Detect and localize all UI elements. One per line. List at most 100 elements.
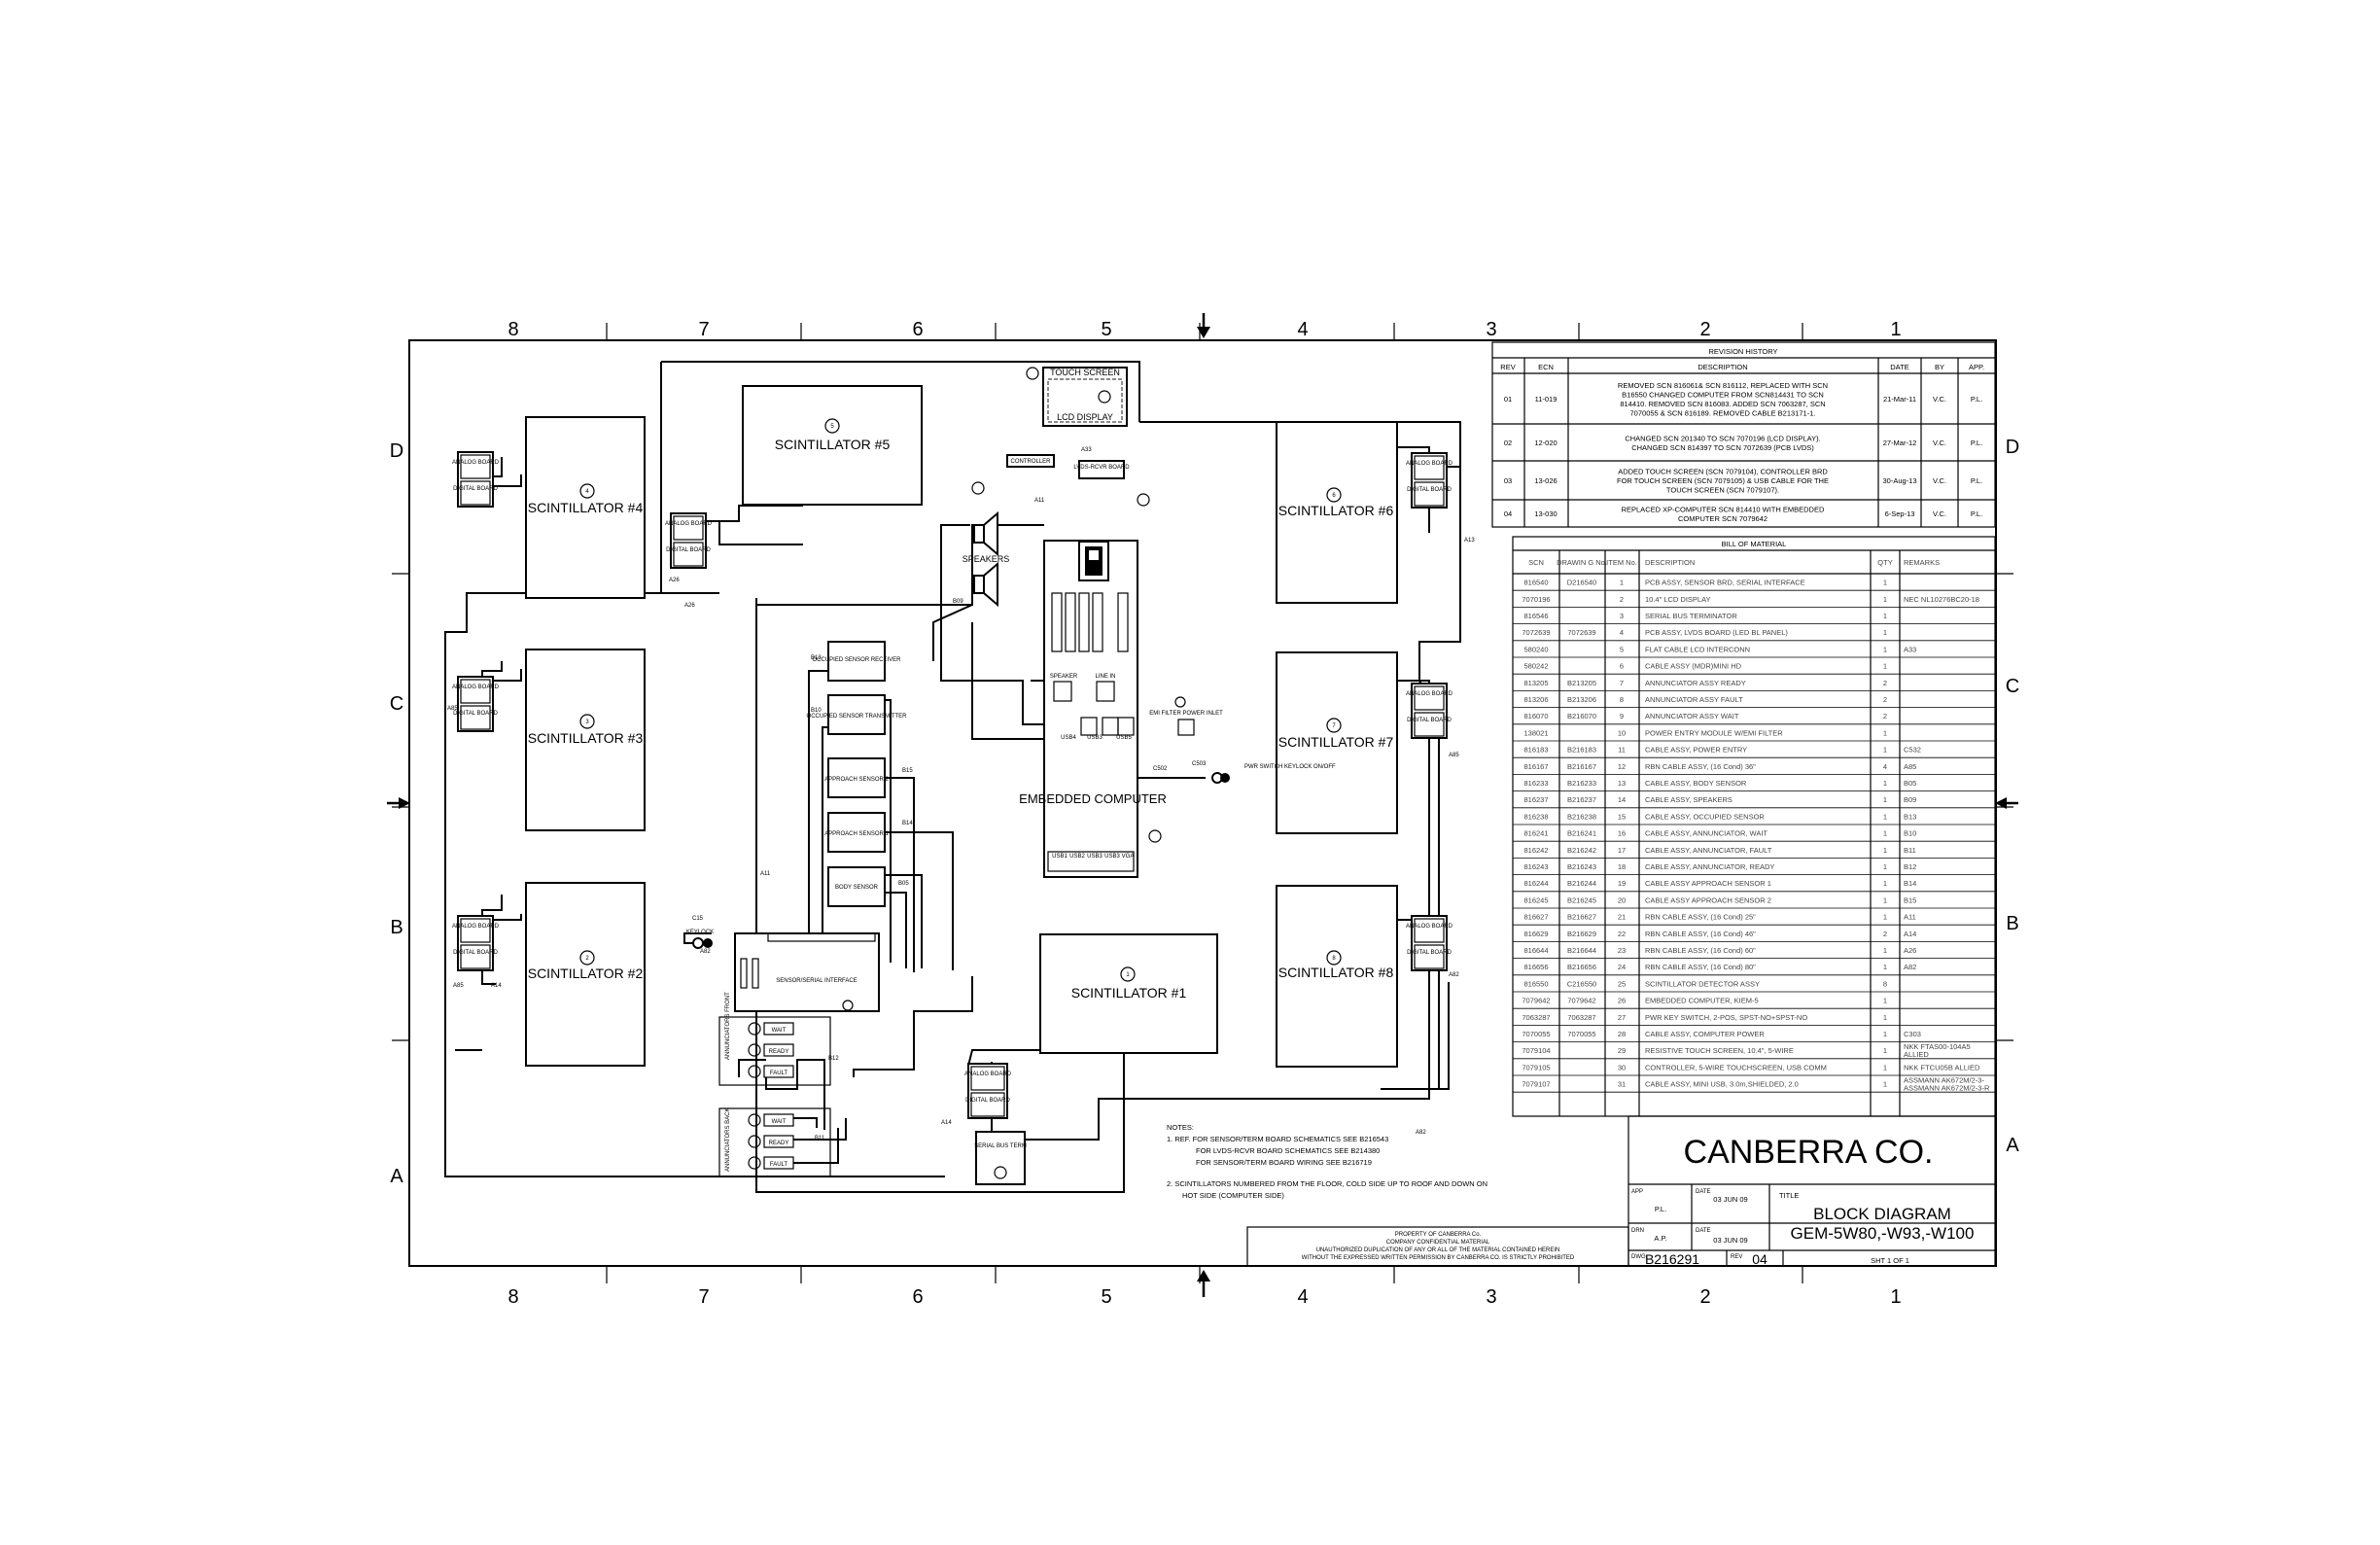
wire-label: A82 [1416, 1130, 1426, 1136]
rev-cell: V.C. [1933, 476, 1946, 485]
bom-cell: 7 [1620, 679, 1624, 687]
svg-text:3: 3 [585, 720, 589, 725]
rev-cell: P.L. [1971, 509, 1982, 518]
bom-cell: CABLE ASSY, POWER ENTRY [1645, 746, 1747, 755]
rev-cell: 13-030 [1534, 509, 1557, 518]
rev-cell: 01 [1504, 395, 1512, 404]
bom-cell: 7079107 [1522, 1080, 1550, 1089]
bom-cell: 2 [1883, 695, 1887, 704]
bom-cell: EMBEDDED COMPUTER, KIEM-5 [1645, 997, 1759, 1005]
bom-cell: B213206 [1567, 695, 1596, 704]
bom-cell: 7070055 [1567, 1030, 1595, 1038]
rev-cell: V.C. [1933, 509, 1946, 518]
bom-cell: 4 [1883, 762, 1887, 771]
bom-cell: 1 [1883, 662, 1887, 671]
scintillator-4: 4 SCINTILLATOR #4 [525, 416, 646, 599]
bom-cell: PWR KEY SWITCH, 2-POS, SPST-NO+SPST-NO [1645, 1013, 1807, 1022]
zone-col-bottom: 2 [1699, 1286, 1710, 1308]
wire-label: A26 [669, 578, 680, 583]
drawn-by: A.P. [1654, 1234, 1666, 1243]
touch-screen-assembly: TOUCH SCREEN LCD DISPLAY [1026, 367, 1128, 427]
drawing-title: BLOCK DIAGRAM [1813, 1205, 1951, 1223]
bom-cell: 816656 [1523, 963, 1548, 971]
bom-header: REMARKS [1904, 558, 1940, 567]
bom-cell: 1 [1883, 946, 1887, 955]
bom-cell: 1 [1883, 1030, 1887, 1038]
svg-text:APP: APP [1631, 1189, 1643, 1195]
bom-cell: 31 [1618, 1080, 1626, 1089]
zone-col-bottom: 6 [912, 1286, 923, 1308]
bom-cell: POWER ENTRY MODULE W/EMI FILTER [1645, 728, 1783, 737]
approval-date: 03 JUN 09 [1713, 1195, 1747, 1204]
bom-cell: 27 [1618, 1013, 1626, 1022]
rev-cell: P.L. [1971, 395, 1982, 404]
bom-cell: B216243 [1567, 862, 1596, 871]
bom-cell: 12 [1618, 762, 1626, 771]
property-notice: PROPERTY OF CANBERRA Co. COMPANY CONFIDE… [1246, 1226, 1629, 1267]
drawing-number: B216291 [1645, 1251, 1699, 1267]
wire-label: A13 [1464, 538, 1475, 544]
bom-cell: 19 [1618, 879, 1626, 888]
bom-cell: ANNUNCIATOR ASSY FAULT [1645, 695, 1743, 704]
svg-text:KEYLOCK: KEYLOCK [686, 930, 714, 935]
svg-text:LVDS-RCVR BOARD: LVDS-RCVR BOARD [1073, 465, 1130, 471]
svg-text:BODY SENSOR: BODY SENSOR [835, 885, 879, 891]
svg-text:READY: READY [769, 1141, 789, 1146]
bom-cell: 1 [1883, 895, 1887, 904]
board-pair-6: ANALOG BOARD DIGITAL BOARD [1406, 452, 1453, 509]
svg-text:2: 2 [585, 956, 589, 962]
bom-cell: CABLE ASSY, MINI USB, 3.0m,SHIELDED, 2.0 [1645, 1080, 1799, 1089]
bom-cell: 813206 [1523, 695, 1548, 704]
bom-cell: CABLE ASSY, ANNUNCIATOR, FAULT [1645, 846, 1772, 855]
bom-cell: 1 [1883, 1063, 1887, 1071]
analog-board-label: ANALOG BOARD [1406, 461, 1453, 467]
rev-description: ADDED TOUCH SCREEN (SCN 7079104), CONTRO… [1617, 468, 1829, 495]
digital-board-label: DIGITAL BOARD [453, 486, 498, 492]
bom-cell: 1 [1883, 628, 1887, 637]
bom-cell: 1 [1883, 1080, 1887, 1089]
scintillator-label: SCINTILLATOR #6 [1278, 503, 1394, 518]
bom-cell: 20 [1618, 895, 1626, 904]
rev-cell: V.C. [1933, 395, 1946, 404]
wire-labels: A26 A26 A13 A11 A33 B09 B13 B10 B15 B14 … [447, 447, 1475, 1141]
bom-cell: 2 [1883, 712, 1887, 720]
digital-board-label: DIGITAL BOARD [453, 711, 498, 717]
svg-text:APPROACH SENSOR 1: APPROACH SENSOR 1 [824, 831, 889, 837]
bom-cell: 816546 [1523, 612, 1548, 620]
zone-col-bottom: 4 [1297, 1286, 1308, 1308]
svg-text:WITHOUT THE EXPRESSED WRITTEN: WITHOUT THE EXPRESSED WRITTEN PERMISSION… [1302, 1255, 1575, 1261]
rev-description: REMOVED SCN 816061& SCN 816112, REPLACED… [1618, 381, 1828, 418]
bom-cell: 816241 [1523, 829, 1548, 838]
bom-cell: B216244 [1567, 879, 1596, 888]
bom-cell: 7072639 [1567, 628, 1595, 637]
zone-col-top: 4 [1297, 319, 1308, 340]
scintillator-3: 3 SCINTILLATOR #3 [525, 649, 646, 831]
scintillator-label: SCINTILLATOR #3 [528, 730, 644, 746]
body-sensor: BODY SENSOR [827, 866, 886, 907]
rev-header: ECN [1538, 363, 1554, 371]
speakers-label: SPEAKERS [962, 554, 1010, 564]
usb-port-label: USB3 [1087, 735, 1102, 741]
approach-sensor-1: APPROACH SENSOR 1 [824, 812, 890, 853]
rev-header: DATE [1890, 363, 1908, 371]
scintillator-label: SCINTILLATOR #4 [528, 500, 644, 515]
annunciator-wait: WAIT [748, 1022, 794, 1036]
bom-cell: 580240 [1523, 645, 1548, 653]
bom-cell: 7070196 [1522, 595, 1550, 604]
speaker-port-label: SPEAKER [1050, 674, 1078, 680]
bill-of-material-table: BILL OF MATERIAL SCN DRAWIN G No. ITEM N… [1512, 536, 1996, 1117]
bom-cell: B216245 [1567, 895, 1596, 904]
zone-row-left: B [390, 917, 402, 938]
bom-cell: 24 [1618, 963, 1626, 971]
zone-col-bottom: 7 [698, 1286, 709, 1308]
rev-cell: P.L. [1971, 439, 1982, 447]
notes-heading: NOTES: [1167, 1123, 1194, 1132]
bom-cell: 11 [1618, 746, 1626, 755]
wire-label: B12 [828, 1056, 839, 1062]
arrow-right-icon [387, 797, 410, 809]
rev-header: APP. [1969, 363, 1984, 371]
company-name: CANBERRA CO. [1684, 1134, 1934, 1171]
bom-cell: B216644 [1567, 946, 1596, 955]
bom-cell: 1 [1883, 795, 1887, 804]
